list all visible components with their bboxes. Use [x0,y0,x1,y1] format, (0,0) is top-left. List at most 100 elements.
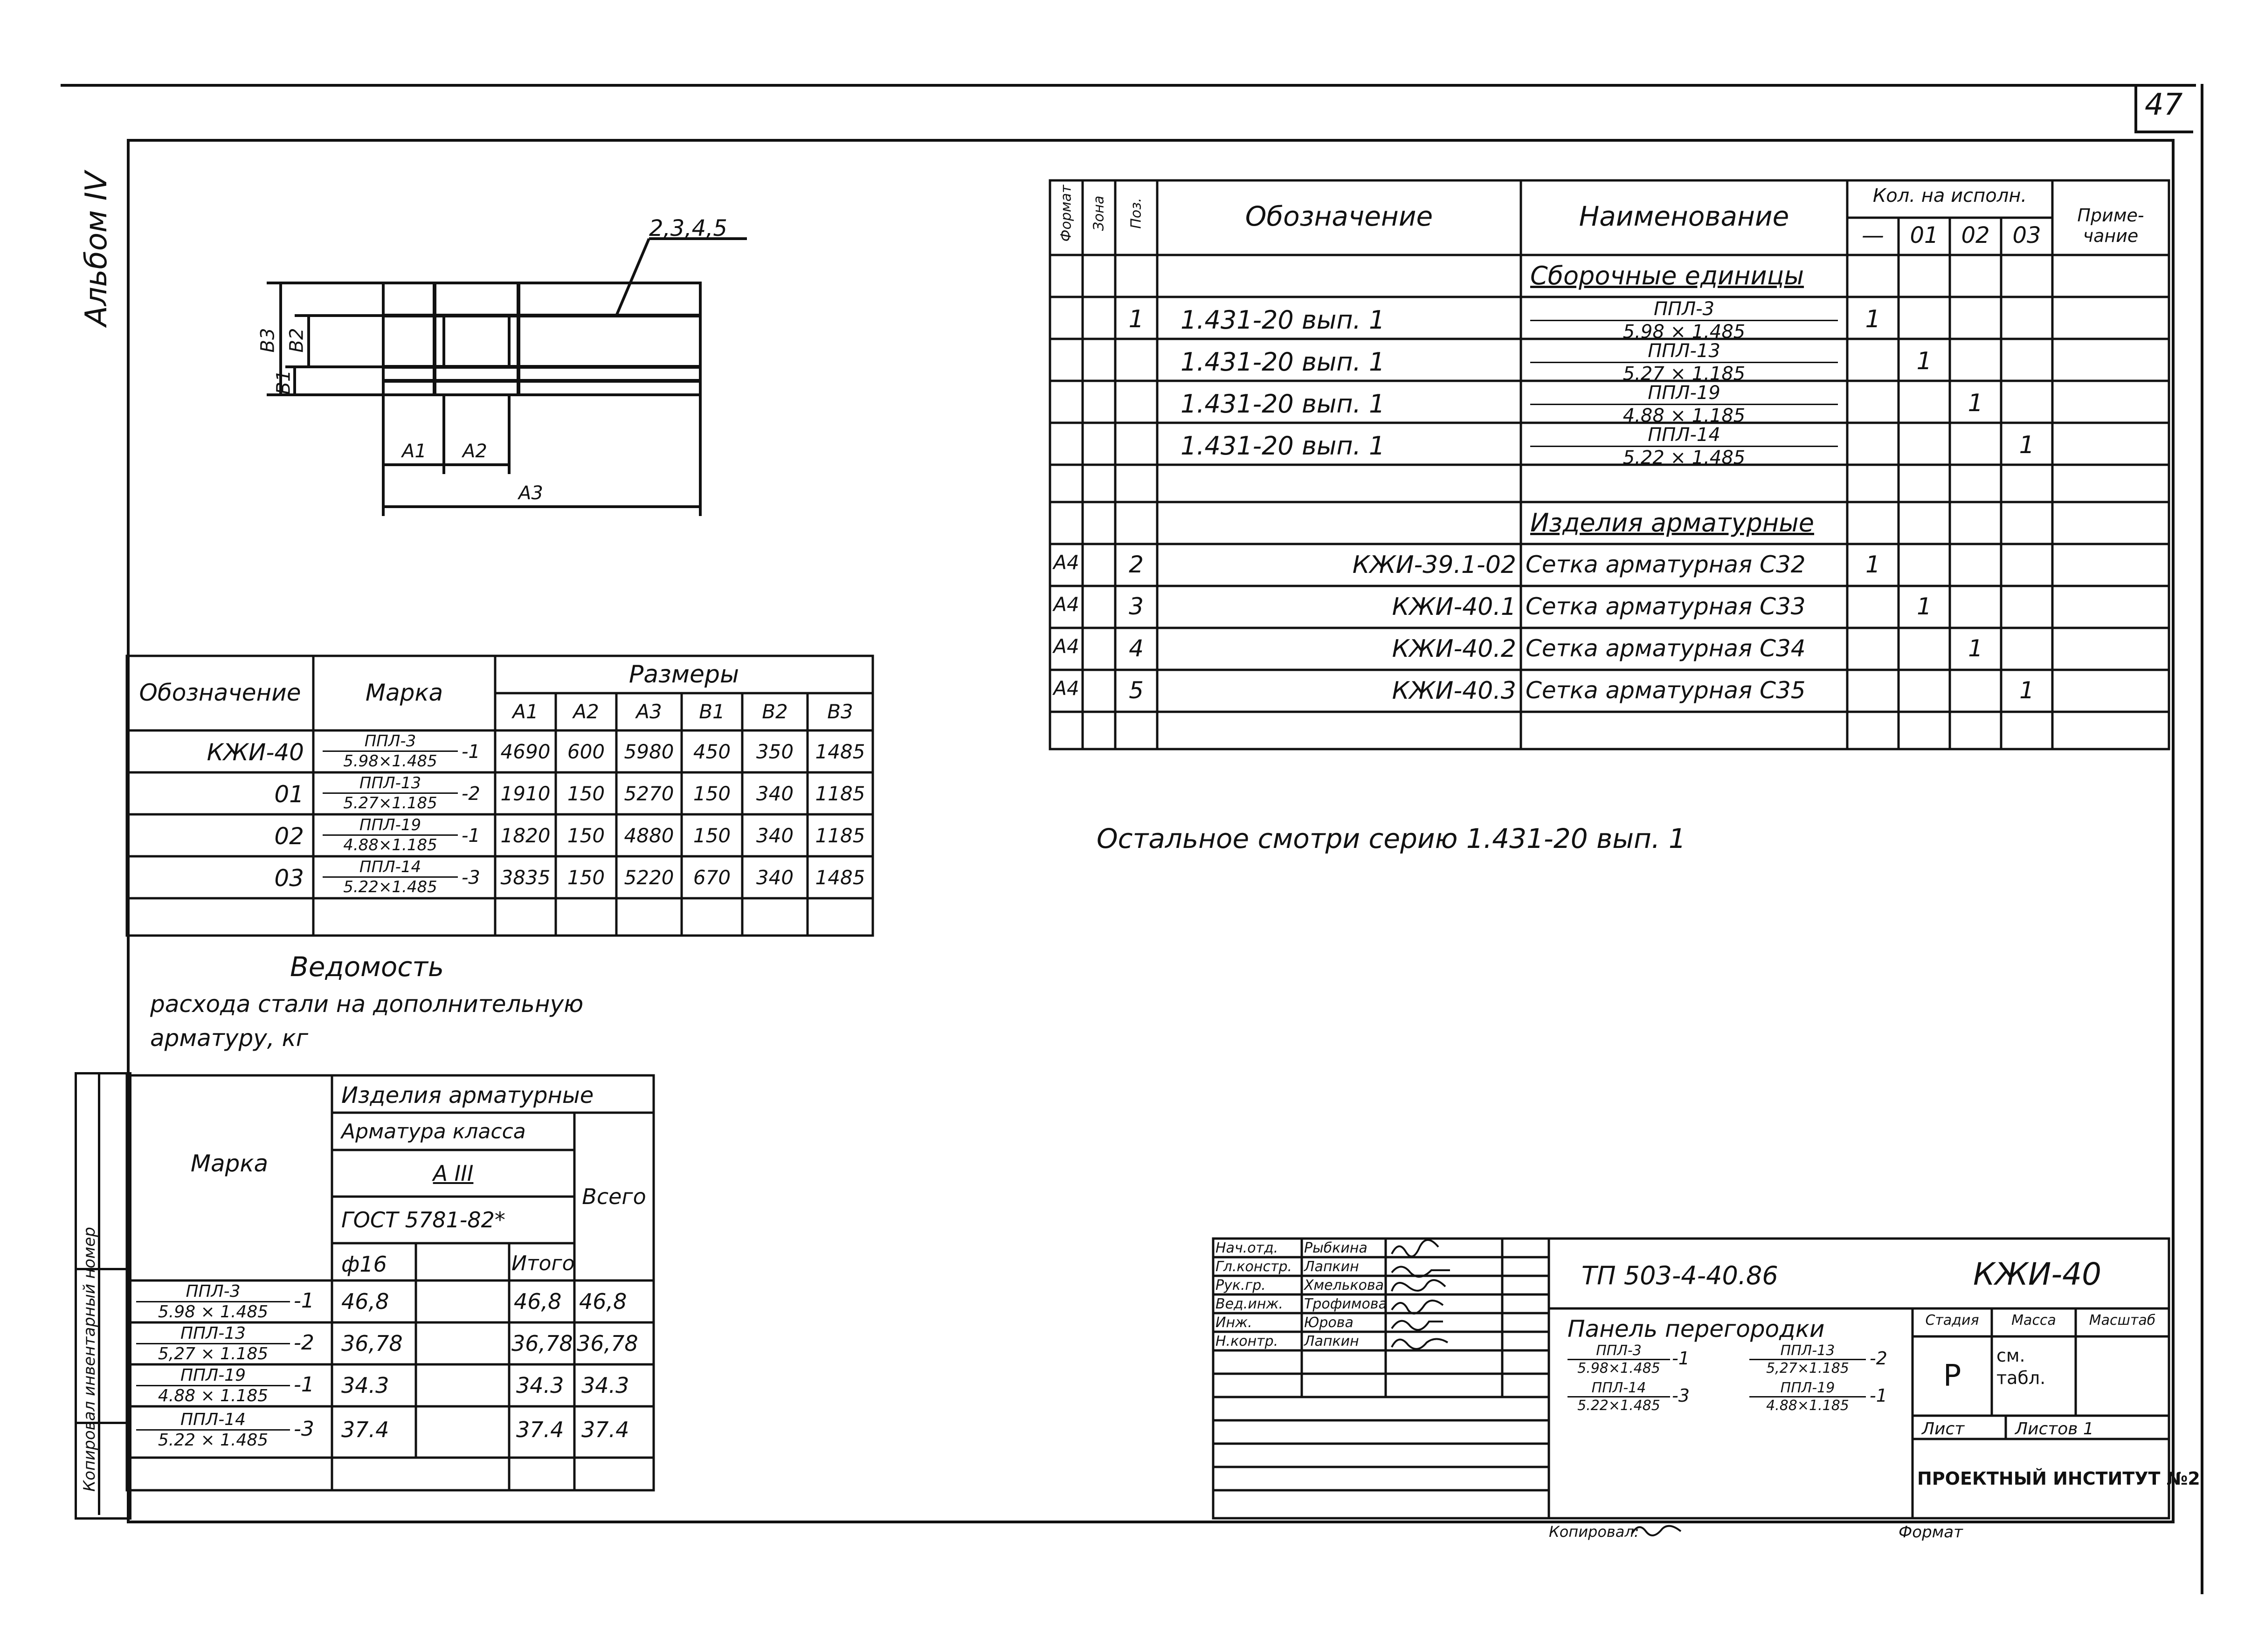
steel-row-mark: ППЛ-19 4.88 × 1.185 [136,1366,290,1405]
spec-row-pos: 5 [1129,677,1144,704]
spec-row-qty-0: 1 [1865,305,1881,333]
spec-header-name: Наименование [1579,200,1789,232]
spec-header-qty-1: 01 [1910,222,1939,248]
dim-label-a1: A1 [402,441,427,462]
spec-section-assemblies: Сборочные единицы [1530,261,1804,290]
spec-row-qty-2: 1 [1968,635,1983,662]
signer-name: Лапкин [1304,1259,1359,1275]
size-a2: 150 [567,824,605,847]
side-stamp-box [75,1072,131,1520]
product-title: Панель перегородки [1567,1315,1825,1342]
steel-row-suffix: -2 [294,1331,314,1355]
size-a3: 5220 [624,866,674,889]
signature-4 [1391,1300,1444,1315]
spec-row-product-mark: ППЛ-13 5.27 × 1.185 [1530,340,1838,385]
mark-denominator: 5.98×1.485 [343,752,437,771]
steel-header-d16: ф16 [341,1252,387,1277]
right-rule [2201,84,2203,1594]
mark-numerator: ППЛ-14 [1530,424,1838,447]
page-number-box [2134,84,2193,133]
mark-denominator: 4.88×1.185 [1766,1397,1849,1414]
sizes-row-mark: ППЛ-3 5.98×1.485 [323,732,458,771]
signer-role: Инж. [1215,1315,1252,1331]
steel-row-total: 34.3 [581,1373,629,1398]
drawing-frame [127,139,2175,1523]
size-a1: 4690 [500,740,551,763]
size-a1: 1910 [500,782,551,805]
signer-name: Юрова [1304,1315,1353,1331]
reference-note: Остальное смотри серию 1.431-20 вып. 1 [1097,823,1686,854]
mark-denominator: 5.22 × 1.485 [1623,447,1746,468]
spec-row-designation: КЖИ-39.1-02 [1352,551,1516,579]
spec-row-product-mark: ППЛ-3 5.98 × 1.485 [1530,298,1838,343]
sizes-row-mark: ППЛ-13 5.27×1.185 [323,774,458,812]
mark-denominator: 5.22 × 1.485 [158,1431,269,1450]
mark-denominator: 5.22×1.485 [343,878,437,896]
steel-row-total: 46,8 [579,1289,627,1314]
spec-row-name: Сетка арматурная С32 [1526,551,1806,578]
size-a3: 5270 [624,782,674,805]
spec-row-format: А4 [1053,635,1079,658]
product-mark-suffix: -2 [1870,1348,1887,1369]
steel-header-rebar-class: Арматура класса [341,1120,526,1143]
size-b2: 340 [756,824,794,847]
signature-5 [1391,1320,1443,1331]
sizes-row-designation: КЖИ-40 [207,739,304,766]
spec-header-qty-2: 02 [1961,222,1990,248]
organization-name: ПРОЕКТНЫЙ ИНСТИТУТ №2 [1917,1468,2200,1489]
mark-numerator: ППЛ-19 [323,816,458,836]
mass-value: см. табл. [1996,1345,2046,1388]
sizes-header-a3: A3 [636,700,662,723]
steel-header-itogo: Итого [511,1252,575,1275]
sizes-row-designation: 02 [274,823,304,850]
steel-row-suffix: -1 [294,1289,314,1313]
spec-row-designation: 1.431-20 вып. 1 [1181,347,1385,377]
signer-name: Лапкин [1304,1333,1359,1349]
mass-label: Масса [2011,1312,2056,1328]
steel-row-total: 36,78 [577,1331,638,1356]
mark-numerator: ППЛ-13 [1530,340,1838,363]
doc-mark: КЖИ-40 [1973,1256,2102,1292]
mark-denominator: 5,27×1.185 [1766,1360,1849,1377]
sizes-row-designation: 01 [274,781,304,808]
top-rule [61,84,2196,87]
sizes-row-suffix: -1 [462,825,480,847]
spec-row-name: Сетка арматурная С34 [1526,635,1806,662]
signer-role: Вед.инж. [1215,1296,1283,1312]
signer-role: Н.контр. [1215,1333,1278,1349]
signature-1 [1391,1239,1439,1258]
mark-denominator: 5.27×1.185 [343,794,437,812]
size-a1: 3835 [500,866,551,889]
mark-denominator: 5.98 × 1.485 [1623,321,1746,343]
size-b3: 1185 [815,824,865,847]
mark-denominator: 4.88 × 1.185 [1623,405,1746,427]
steel-row-d16: 36,78 [341,1331,403,1356]
size-a1: 1820 [500,824,551,847]
steel-header-class: А III [433,1161,474,1186]
stage-value: Р [1943,1359,1961,1393]
steel-row-d16: 34.3 [341,1373,389,1398]
size-b3: 1485 [815,740,865,763]
copied-label: Копировал: [1549,1523,1639,1541]
side-stamp-divider [98,1072,100,1515]
mark-denominator: 5.98 × 1.485 [158,1302,269,1322]
steel-row-d16: 46,8 [341,1289,389,1314]
sketch-callout: 2,3,4,5 [649,215,727,241]
product-mark: ППЛ-14 5.22×1.485 [1567,1380,1670,1414]
spec-header-note: Приме-чание [2077,205,2144,246]
sizes-row-suffix: -3 [462,867,480,888]
mark-numerator: ППЛ-19 [136,1366,290,1386]
signer-role: Гл.констр. [1215,1259,1292,1275]
signature-3 [1391,1279,1446,1292]
side-stamp-cut-2 [75,1422,127,1424]
steel-row-suffix: -3 [294,1417,314,1441]
size-b1: 670 [693,866,731,889]
mark-numerator: ППЛ-3 [323,732,458,752]
mark-denominator: 4.88×1.185 [343,836,437,854]
steel-subtitle: расхода стали на дополнительную арматуру… [150,991,584,1052]
spec-header-designation: Обозначение [1245,200,1433,232]
